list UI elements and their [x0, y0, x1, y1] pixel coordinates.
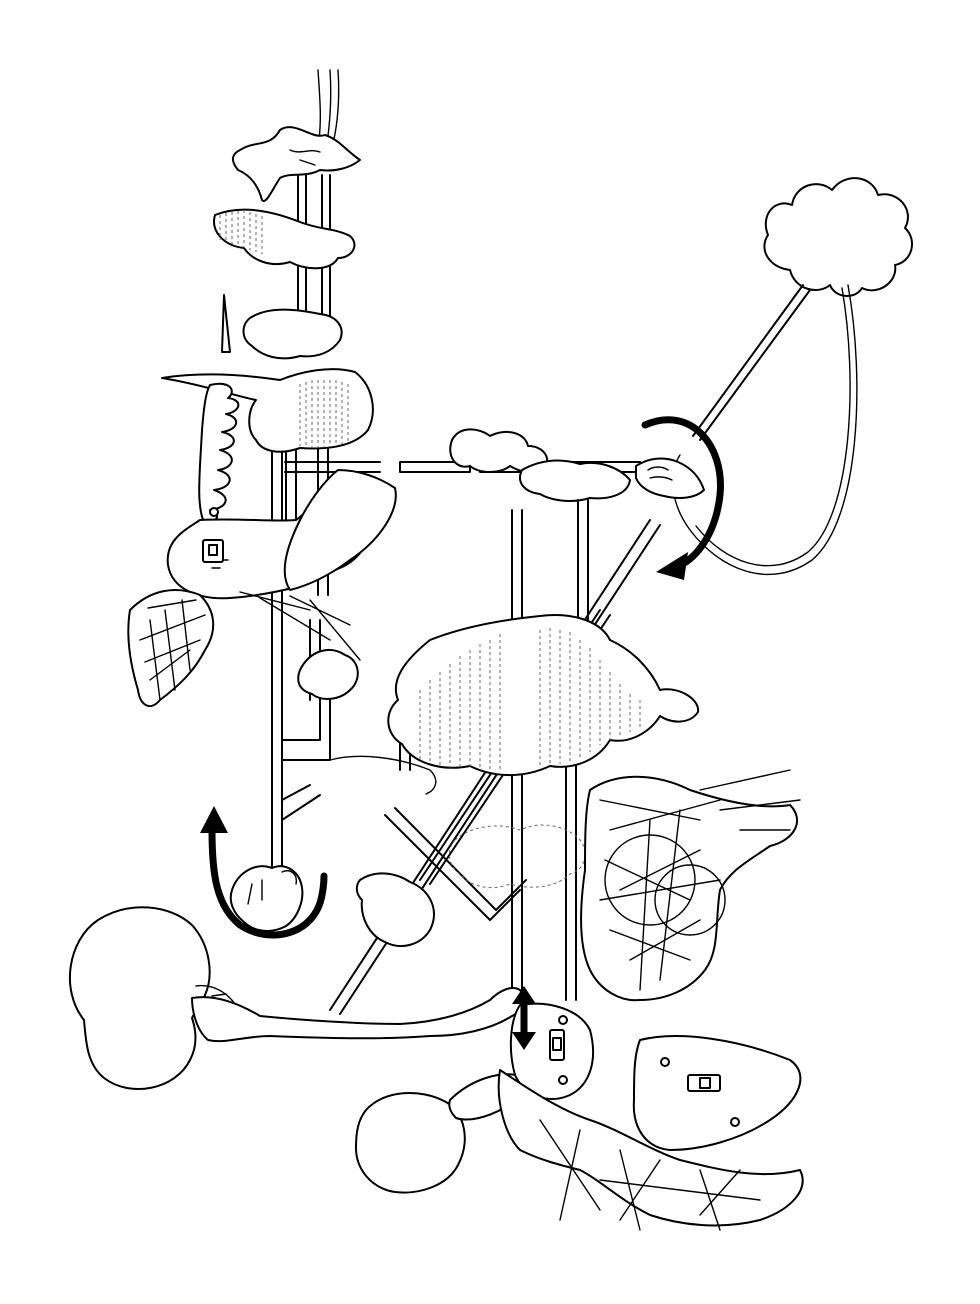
flower-head-top: [232, 126, 361, 202]
toggle-switch-icon-left: [202, 507, 224, 563]
leaf-platform-third: [161, 368, 374, 453]
control-panel-right: [632, 1035, 802, 1151]
balloon-large-left: [68, 906, 211, 1090]
hatched-canopy-band: [387, 614, 700, 776]
base-branch-network: [191, 984, 526, 1121]
rotate-up-u-arrow-icon: [200, 806, 328, 939]
toggle-switch-icon-right: [687, 1074, 721, 1092]
double-headed-vertical-arrow-icon: [512, 986, 536, 1050]
hand-right: [635, 457, 705, 499]
root-net-left: [127, 589, 361, 708]
leaf-platform-second: [242, 308, 343, 360]
leaf-platform-upper: [213, 208, 356, 270]
root-web-bottom: [497, 1069, 804, 1231]
dotted-cloud-lower: [448, 824, 586, 889]
spike-cone: [221, 294, 231, 353]
spiral-screw: [198, 382, 240, 523]
toggle-switch-icon-center: [549, 1029, 565, 1061]
root-mass-right: [580, 769, 801, 1002]
balloon-small-bottom: [355, 1092, 466, 1194]
tree-canopy-top-right: [672, 177, 914, 576]
hand-left: [229, 865, 304, 932]
rotate-clockwise-arrow-icon: [641, 416, 724, 580]
mid-canopy-row: [283, 428, 631, 591]
left-center-foliage: [297, 649, 437, 947]
